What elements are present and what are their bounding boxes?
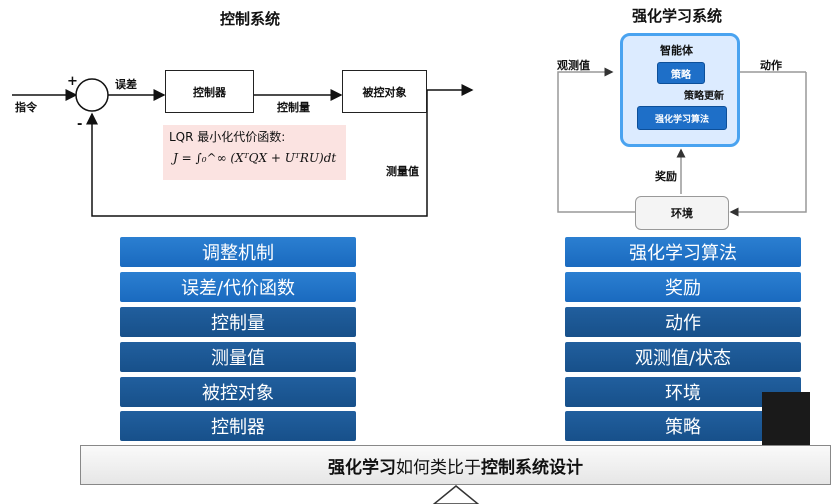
bottom-part-analogy: 如何类比于	[396, 457, 481, 478]
observation-label: 观测值	[557, 59, 590, 72]
rl-algorithm-box: 强化学习算法	[637, 106, 727, 130]
action-label: 动作	[760, 59, 782, 72]
left-bar-measurement: 测量值	[120, 342, 356, 372]
bottom-summary-bar: 强化学习 如何类比于 控制系统设计	[80, 445, 831, 485]
left-bar-plant: 被控对象	[120, 377, 356, 407]
policy-update-label: 策略更新	[684, 91, 724, 102]
left-bar-control-signal: 控制量	[120, 307, 356, 337]
policy-box: 策略	[657, 62, 705, 84]
left-bar-error-cost: 误差/代价函数	[120, 272, 356, 302]
lqr-formula-title: LQR 最小化代价函数:	[169, 130, 286, 144]
reward-label: 奖励	[655, 170, 677, 183]
minus-sign: -	[77, 117, 83, 132]
control-signal-label: 控制量	[277, 101, 310, 114]
controller-box: 控制器	[165, 70, 254, 113]
environment-box: 环境	[635, 196, 729, 230]
agent-label: 智能体	[660, 44, 693, 57]
right-bar-rl-algorithm: 强化学习算法	[565, 237, 801, 267]
control-system-title: 控制系统	[219, 10, 280, 28]
command-label: 指令	[15, 101, 37, 114]
plant-box: 被控对象	[342, 70, 427, 113]
right-bar-reward: 奖励	[565, 272, 801, 302]
rl-system-title: 强化学习系统	[631, 7, 722, 25]
left-bar-adjust: 调整机制	[120, 237, 356, 267]
left-bar-controller: 控制器	[120, 411, 356, 441]
pyramid-icon	[432, 485, 480, 504]
lqr-formula-box: LQR 最小化代价函数: J = ∫₀^∞ (XᵀQX + UᵀRU)dt	[163, 125, 346, 180]
bottom-part-rl: 强化学习	[328, 457, 396, 478]
right-bar-policy: 策略	[565, 411, 801, 441]
error-label: 误差	[115, 78, 137, 91]
bottom-part-control: 控制系统设计	[481, 457, 583, 478]
right-bar-environment: 环境	[565, 377, 801, 407]
measurement-label: 测量值	[386, 165, 419, 178]
plus-sign: +	[67, 74, 78, 89]
right-bar-observation: 观测值/状态	[565, 342, 801, 372]
lqr-formula-equation: J = ∫₀^∞ (XᵀQX + UᵀRU)dt	[173, 151, 337, 165]
right-bar-action: 动作	[565, 307, 801, 337]
